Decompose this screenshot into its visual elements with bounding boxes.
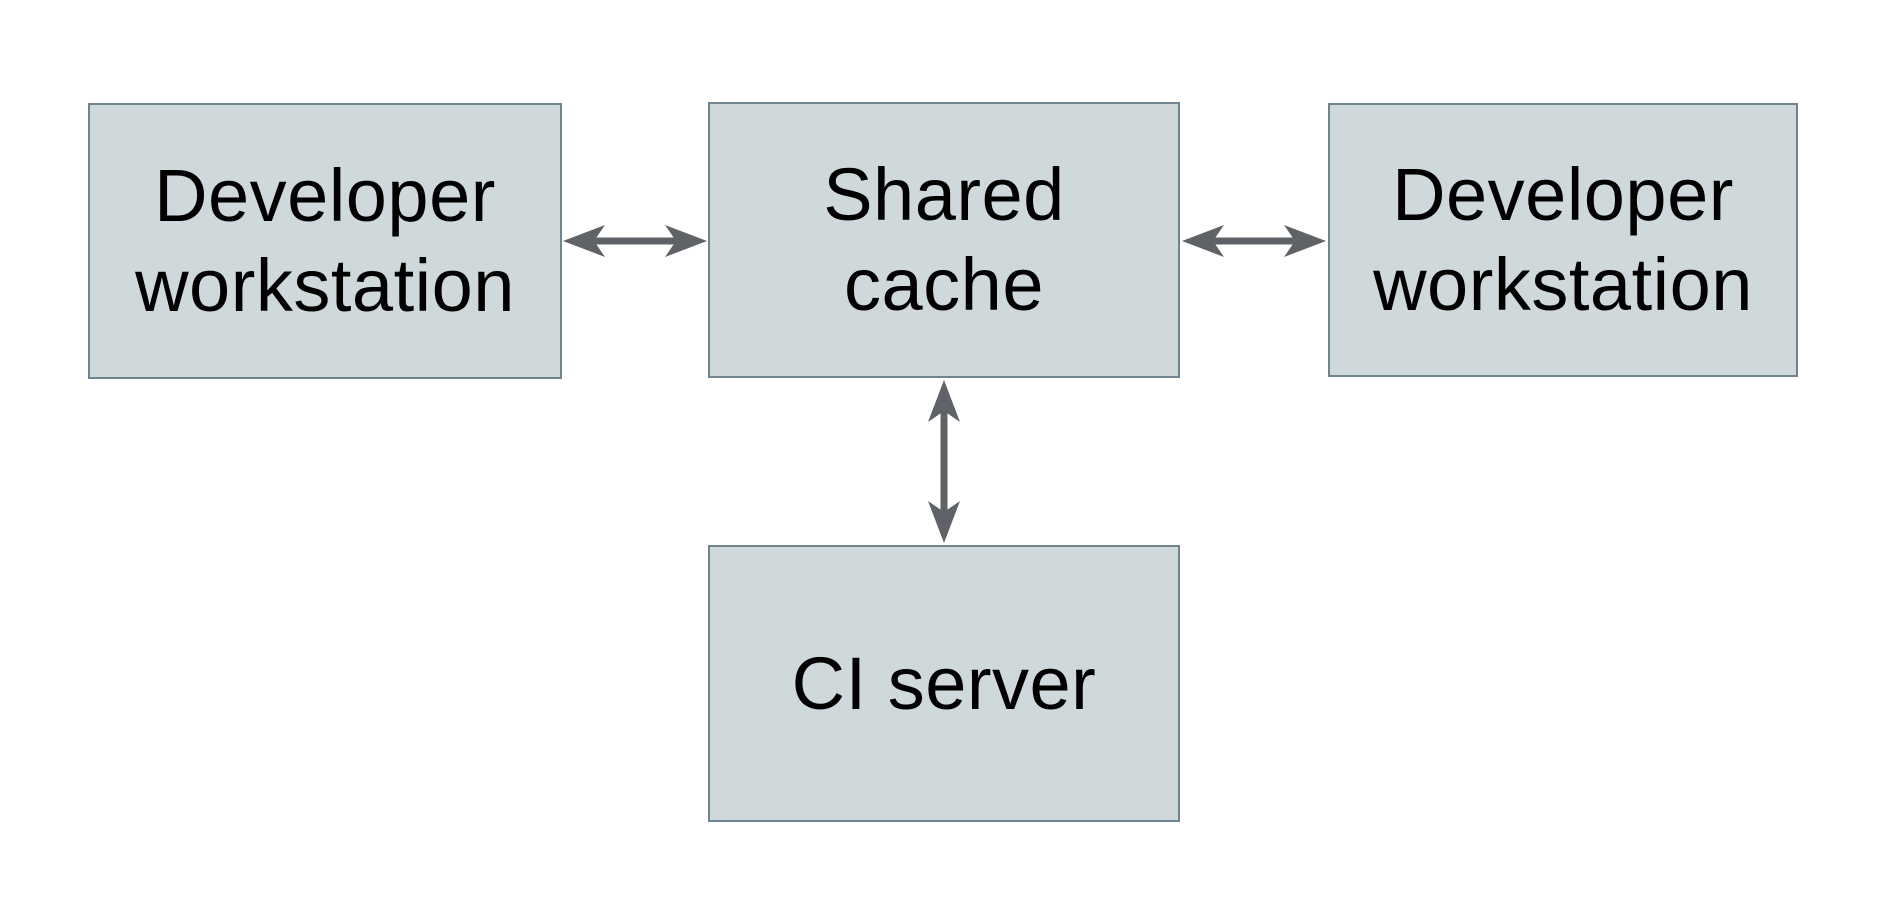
node-shared-cache: Shared cache bbox=[708, 102, 1180, 378]
node-label: Shared cache bbox=[823, 153, 1065, 326]
node-label: Developer workstation bbox=[1373, 153, 1753, 326]
double-arrow-cache-to-ci bbox=[928, 380, 960, 543]
double-arrow-left-to-cache bbox=[563, 225, 707, 257]
node-label: Developer workstation bbox=[135, 154, 515, 327]
node-ci-server: CI server bbox=[708, 545, 1180, 822]
node-developer-workstation-left: Developer workstation bbox=[88, 103, 562, 379]
node-label: CI server bbox=[791, 641, 1097, 725]
double-arrow-cache-to-right bbox=[1182, 225, 1326, 257]
node-developer-workstation-right: Developer workstation bbox=[1328, 103, 1798, 377]
